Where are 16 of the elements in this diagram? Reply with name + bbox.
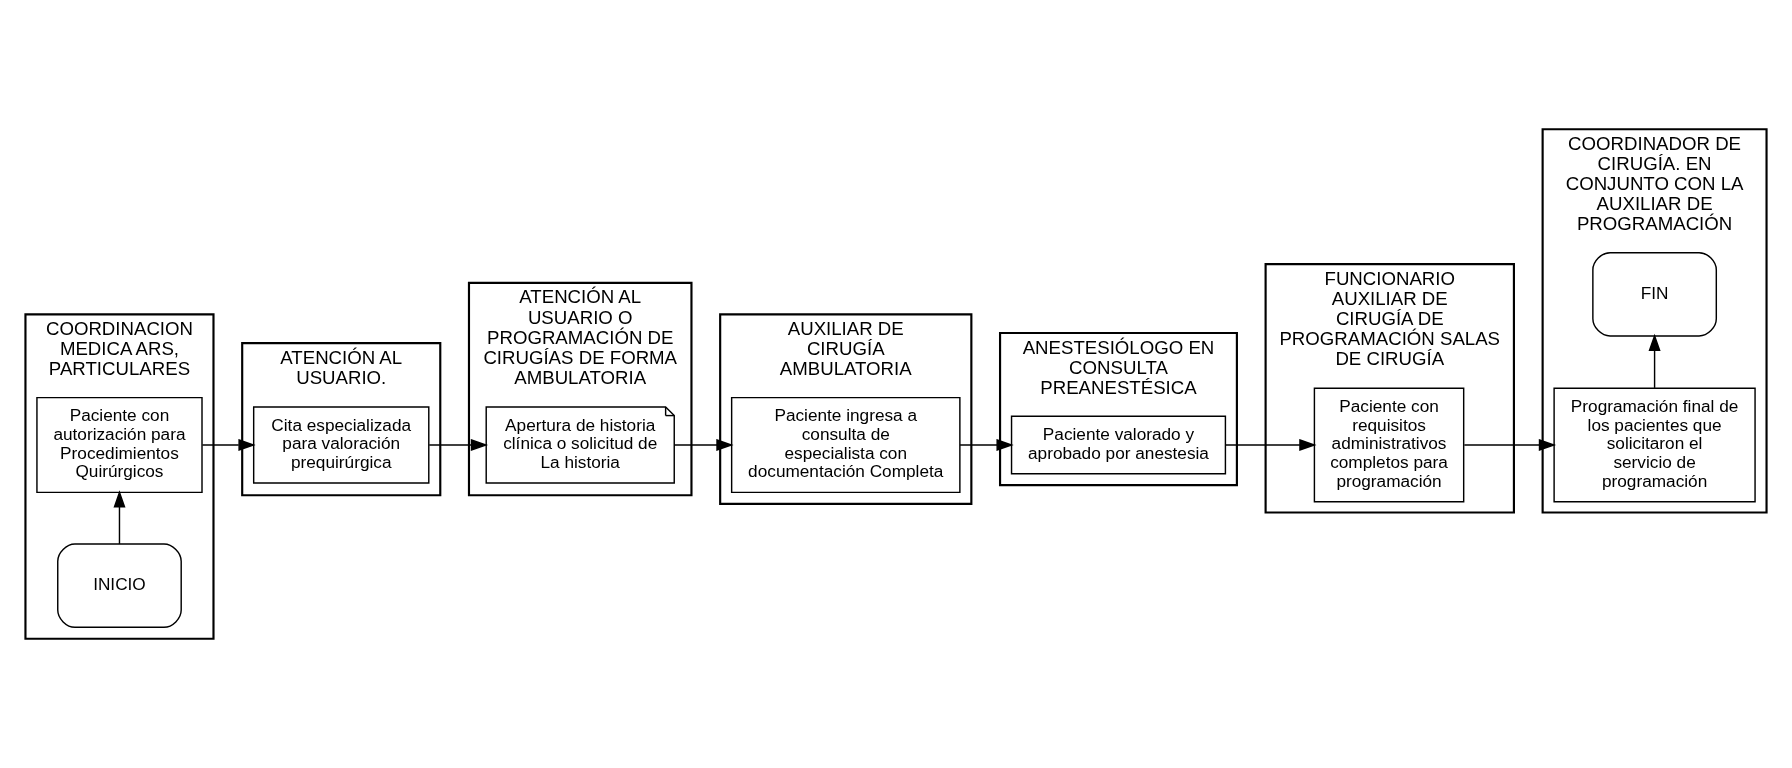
node-box: INICIO — [57, 543, 182, 628]
node-box: FIN — [1592, 251, 1718, 337]
arrow — [1648, 333, 1661, 389]
node-box: Programación final de los pacientes que solicitaron el servicio de programación — [1553, 387, 1756, 503]
arrow — [113, 490, 126, 545]
arrow — [1463, 438, 1557, 452]
arrow — [673, 438, 734, 452]
arrow — [201, 438, 256, 452]
node-box: Cita especializada para valoración prequirúrgica — [252, 406, 430, 484]
arrow — [428, 438, 489, 452]
node-box: Paciente con requisitos administrativos completos para programación — [1313, 387, 1465, 503]
arrow — [1225, 438, 1317, 452]
arrow — [959, 438, 1014, 452]
node-box: Paciente ingresa a consulta de especialista con documentación Completa — [730, 396, 961, 494]
node-box: Paciente con autorización para Procedimientos Quirúrgicos — [36, 396, 203, 494]
node-box: Paciente valorado y aprobado por anestesia — [1010, 415, 1227, 475]
